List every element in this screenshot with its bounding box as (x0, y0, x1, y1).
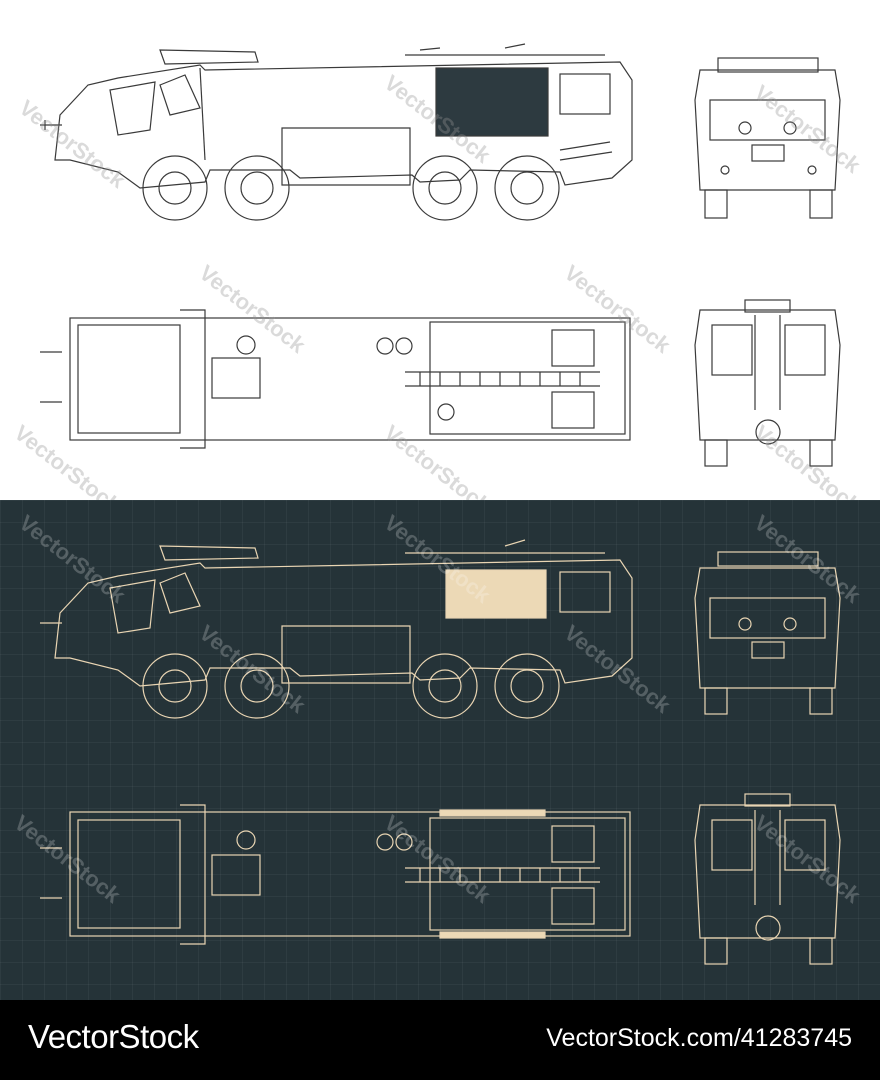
rear-view-truck (694, 793, 841, 965)
side-view-truck (40, 539, 633, 719)
top-view-truck (40, 309, 631, 449)
front-view-truck (694, 57, 841, 219)
front-view-truck (694, 551, 841, 715)
footer-image-id: VectorStock.com/41283745 (546, 1024, 852, 1052)
light-drawings (40, 43, 841, 467)
footer-bar: VectorStock VectorStock.com/41283745 (0, 1000, 880, 1080)
footer-brand-logo: VectorStock (28, 1018, 199, 1055)
dark-blueprint-panel: VectorStock VectorStock VectorStock Vect… (0, 500, 880, 1000)
rear-view-truck (694, 299, 841, 467)
side-window-panel (445, 569, 547, 619)
side-view-truck (40, 43, 633, 221)
top-view-truck (40, 804, 631, 945)
side-window-panel (435, 67, 549, 137)
dark-drawings (40, 539, 841, 965)
light-blueprint-panel: VectorStock VectorStock VectorStock Vect… (0, 0, 880, 518)
